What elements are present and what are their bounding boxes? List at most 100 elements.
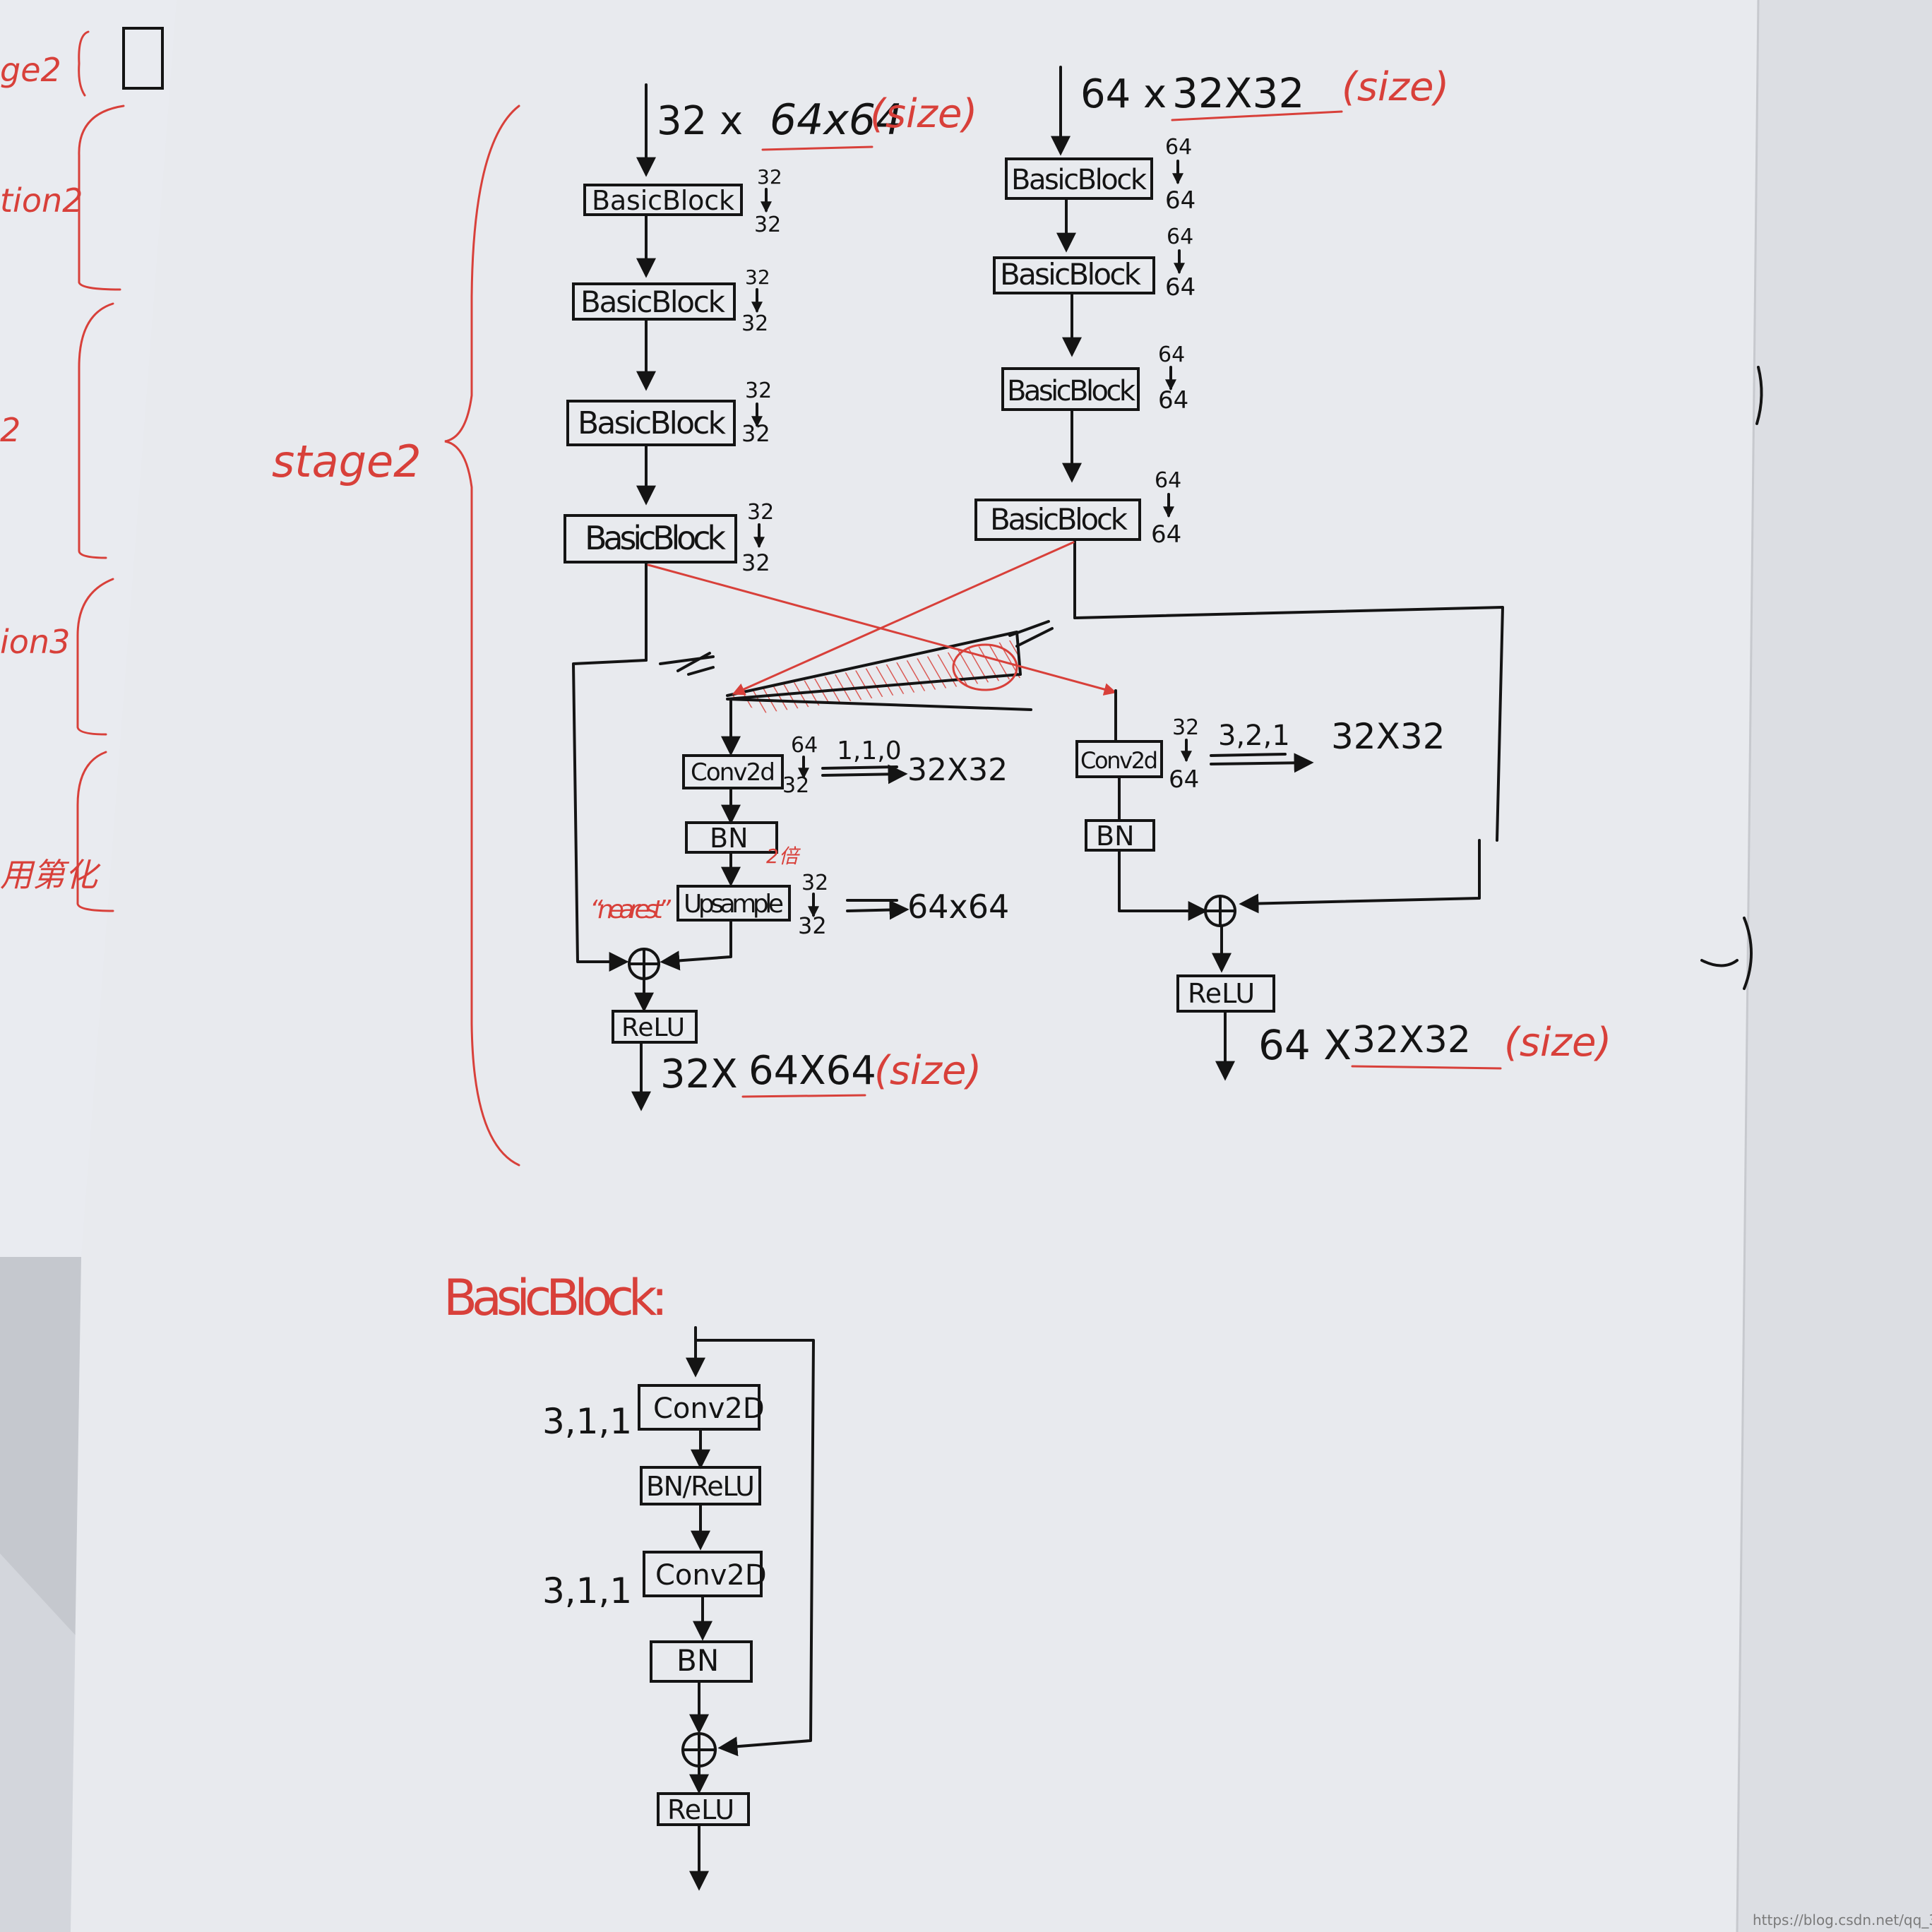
right-page-marks xyxy=(1700,366,1763,990)
fragment-1: ge2 xyxy=(0,51,61,89)
svg-text:32: 32 xyxy=(801,871,828,895)
svg-text:64: 64 xyxy=(1165,186,1195,215)
svg-text:64: 64 xyxy=(1169,765,1199,794)
fusion-connections xyxy=(572,541,1504,972)
route-a-skip xyxy=(572,659,648,972)
block-label: BasicBlock xyxy=(585,519,726,557)
fuse-a-conv-params: 1,1,0 xyxy=(837,737,902,765)
fragment-5: 用第化 xyxy=(0,856,101,894)
svg-text:32: 32 xyxy=(741,420,770,447)
fuse-b-output-channels: 64 X xyxy=(1258,1021,1352,1069)
fuse-a-upsample: Upsample xyxy=(684,890,784,919)
fuse-a-upsample-factor: 2倍 xyxy=(766,845,801,868)
branch-b-block-4: BasicBlock 64 64 xyxy=(974,468,1181,549)
red-arrow-b-to-a xyxy=(732,541,1075,696)
branch-a-input-channels: 32 x xyxy=(657,98,743,144)
bb-param-2: 3,1,1 xyxy=(542,1570,632,1611)
fuse-b-output-unit: (size) xyxy=(1504,1020,1611,1066)
svg-text:64: 64 xyxy=(1158,342,1185,367)
fuse-a-bn: BN xyxy=(710,823,749,854)
svg-text:64: 64 xyxy=(1167,225,1193,249)
bb-layer-1: Conv2D xyxy=(653,1393,765,1425)
fuse-b-conv-result: 32X32 xyxy=(1331,716,1445,757)
block-label: BasicBlock xyxy=(1011,164,1147,196)
basicblock-definition: BasicBlock: Conv2D 3,1,1 BN/ReLU Conv2D … xyxy=(443,1269,815,1891)
bb-layer-3: Conv2D xyxy=(655,1559,767,1592)
svg-text:32: 32 xyxy=(1172,715,1199,740)
fuse-a-output-size: 64X64 xyxy=(749,1048,876,1094)
block-label: BasicBlock xyxy=(578,405,727,441)
fuse-a-conv: Conv2d xyxy=(691,758,775,787)
svg-text:64: 64 xyxy=(1155,468,1181,493)
branch-b-block-3: BasicBlock 64 64 xyxy=(1001,342,1188,415)
watermark: https://blog.csdn.net/qq_3527500 xyxy=(1753,1912,1932,1928)
fragment-4: ion3 xyxy=(0,623,70,661)
branch-b: 64 x 32X32 (size) BasicBlock 64 64 Basic… xyxy=(974,64,1449,619)
fuse-b: Conv2d 32 64 3,2,1 32X32 BN ReLU 64 X 32… xyxy=(1075,715,1611,1081)
block-label: BasicBlock xyxy=(1007,375,1136,407)
block-label: BasicBlock xyxy=(1000,257,1142,292)
fuse-a: Conv2d 64 32 1,1,0 32X32 BN Upsample “ne… xyxy=(590,733,1009,1111)
fuse-a-conv-result: 32X32 xyxy=(907,752,1008,788)
fragment-3: 2 xyxy=(0,411,20,449)
fuse-a-upsample-mode: “nearest” xyxy=(590,895,671,924)
basicblock-residual-path xyxy=(694,1339,815,1757)
svg-text:32: 32 xyxy=(754,213,781,237)
svg-text:64: 64 xyxy=(1165,135,1192,160)
block-label: BasicBlock xyxy=(592,185,734,216)
fragment-2: tion2 xyxy=(0,181,83,220)
branch-b-input-channels: 64 x xyxy=(1080,71,1167,117)
block-label: BasicBlock xyxy=(990,502,1128,537)
left-page-fragments: ge2 tion2 2 ion3 用第化 xyxy=(0,27,164,912)
svg-text:64: 64 xyxy=(791,733,818,758)
basicblock-title: BasicBlock: xyxy=(443,1269,668,1327)
fuse-a-add-icon xyxy=(628,948,660,980)
branch-b-block-2: BasicBlock 64 64 xyxy=(993,225,1195,302)
fuse-b-bn: BN xyxy=(1096,821,1135,852)
branch-b-input-unit: (size) xyxy=(1342,64,1449,110)
bb-param-1: 3,1,1 xyxy=(542,1401,632,1442)
svg-text:32: 32 xyxy=(741,311,768,336)
block-label: BasicBlock xyxy=(580,285,726,319)
branch-b-input-size: 32X32 xyxy=(1172,69,1304,117)
route-b-skip xyxy=(1073,606,1504,842)
fuse-b-relu: ReLU xyxy=(1188,978,1255,1009)
fuse-a-relu: ReLU xyxy=(621,1013,685,1042)
bb-layer-4: BN xyxy=(676,1643,719,1678)
svg-text:64: 64 xyxy=(1151,520,1181,549)
stage2-annotation: stage2 xyxy=(272,105,520,1167)
fuse-a-output-channels: 32X xyxy=(660,1051,738,1097)
branch-a-input-size: 64x64 xyxy=(770,95,902,145)
svg-text:32: 32 xyxy=(745,266,770,289)
branch-a-block-3: BasicBlock 32 32 xyxy=(566,378,772,447)
fuse-a-up-result: 64x64 xyxy=(907,888,1009,926)
stage2-brace xyxy=(444,105,520,1167)
branch-a-block-4: BasicBlock 32 32 xyxy=(564,500,774,576)
branch-a-block-2: BasicBlock 32 32 xyxy=(572,266,770,336)
bb-add-icon xyxy=(681,1732,717,1767)
svg-text:32: 32 xyxy=(747,500,774,525)
route-b-return xyxy=(1239,839,1481,914)
svg-text:64: 64 xyxy=(1165,273,1195,302)
crossed-out-region xyxy=(727,639,1020,713)
branch-a: 32 x 64x64 (size) BasicBlock 32 32 Basic… xyxy=(564,83,977,662)
fuse-b-output-size: 32X32 xyxy=(1352,1019,1471,1061)
svg-text:64: 64 xyxy=(1158,386,1188,415)
fuse-b-conv: Conv2d xyxy=(1080,747,1158,774)
svg-text:32: 32 xyxy=(757,165,782,189)
svg-text:32: 32 xyxy=(782,773,809,798)
svg-text:32: 32 xyxy=(798,912,827,939)
fuse-a-output-unit: (size) xyxy=(874,1048,982,1094)
branch-a-block-1: BasicBlock 32 32 xyxy=(583,165,782,237)
stage2-label: stage2 xyxy=(272,436,422,487)
bb-layer-2: BN/ReLU xyxy=(646,1471,755,1502)
svg-text:32: 32 xyxy=(745,378,772,403)
branch-a-input-unit: (size) xyxy=(870,91,977,137)
fuse-b-add-icon xyxy=(1204,895,1236,927)
bb-layer-5: ReLU xyxy=(667,1794,734,1825)
branch-b-block-1: BasicBlock 64 64 xyxy=(1005,135,1195,215)
svg-text:32: 32 xyxy=(741,549,770,576)
fuse-b-conv-params: 3,2,1 xyxy=(1218,720,1290,752)
